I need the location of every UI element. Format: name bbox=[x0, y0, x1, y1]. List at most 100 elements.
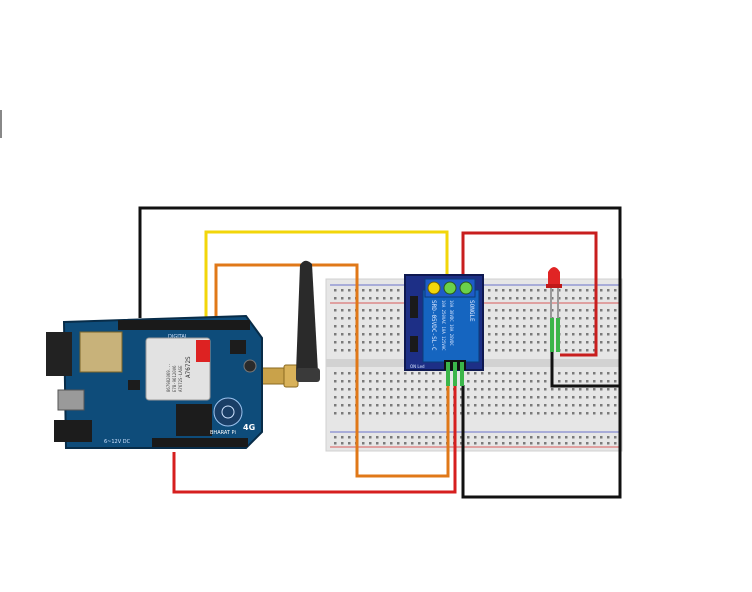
breadboard-hole bbox=[348, 404, 351, 407]
breadboard-hole bbox=[579, 436, 582, 439]
breadboard-hole bbox=[467, 372, 470, 375]
cap-a bbox=[243, 359, 257, 373]
breadboard-hole bbox=[390, 341, 393, 344]
breadboard-hole bbox=[558, 436, 561, 439]
breadboard-hole bbox=[348, 325, 351, 328]
breadboard-hole bbox=[558, 297, 561, 300]
breadboard-hole bbox=[586, 297, 589, 300]
breadboard-hole bbox=[607, 436, 610, 439]
breadboard-hole bbox=[425, 412, 428, 415]
breadboard-hole bbox=[502, 333, 505, 336]
breadboard-hole bbox=[509, 436, 512, 439]
breadboard-hole bbox=[565, 388, 568, 391]
breadboard-hole bbox=[474, 404, 477, 407]
breadboard-hole bbox=[362, 317, 365, 320]
breadboard-hole bbox=[593, 309, 596, 312]
breadboard-hole bbox=[523, 372, 526, 375]
breadboard-hole bbox=[411, 436, 414, 439]
breadboard-hole bbox=[369, 333, 372, 336]
breadboard-hole bbox=[523, 333, 526, 336]
breadboard-hole bbox=[390, 396, 393, 399]
breadboard-hole bbox=[614, 396, 617, 399]
breadboard-hole bbox=[467, 436, 470, 439]
breadboard-hole bbox=[586, 349, 589, 352]
breadboard-hole bbox=[600, 317, 603, 320]
breadboard-hole bbox=[383, 372, 386, 375]
breadboard-hole bbox=[474, 442, 477, 445]
breadboard-hole bbox=[488, 412, 491, 415]
breadboard-hole bbox=[383, 349, 386, 352]
breadboard-hole bbox=[334, 341, 337, 344]
breadboard-hole bbox=[348, 289, 351, 292]
breadboard-hole bbox=[397, 341, 400, 344]
breadboard-hole bbox=[509, 297, 512, 300]
breadboard-hole bbox=[544, 289, 547, 292]
breadboard-hole bbox=[439, 380, 442, 383]
breadboard-hole bbox=[537, 325, 540, 328]
breadboard-hole bbox=[439, 396, 442, 399]
breadboard-hole bbox=[341, 388, 344, 391]
wire-orange bbox=[214, 263, 450, 478]
edge-mark bbox=[0, 110, 2, 138]
breadboard-hole bbox=[502, 289, 505, 292]
breadboard-hole bbox=[369, 436, 372, 439]
breadboard-hole bbox=[481, 436, 484, 439]
breadboard-hole bbox=[488, 396, 491, 399]
breadboard-hole bbox=[390, 325, 393, 328]
relay-body bbox=[422, 289, 480, 363]
chip-b bbox=[230, 340, 246, 354]
breadboard-hole bbox=[460, 404, 463, 407]
breadboard-hole bbox=[523, 404, 526, 407]
breadboard-hole bbox=[579, 333, 582, 336]
breadboard-hole bbox=[439, 388, 442, 391]
breadboard-hole bbox=[376, 396, 379, 399]
breadboard-hole bbox=[376, 309, 379, 312]
breadboard-hole bbox=[495, 404, 498, 407]
emblem-icon bbox=[213, 397, 243, 427]
breadboard-hole bbox=[593, 442, 596, 445]
breadboard-hole bbox=[460, 436, 463, 439]
breadboard-hole bbox=[537, 396, 540, 399]
breadboard-hole bbox=[495, 349, 498, 352]
breadboard-hole bbox=[495, 289, 498, 292]
breadboard-hole bbox=[334, 309, 337, 312]
breadboard-hole bbox=[516, 388, 519, 391]
breadboard-hole bbox=[544, 396, 547, 399]
breadboard-hole bbox=[341, 442, 344, 445]
breadboard-hole bbox=[488, 404, 491, 407]
breadboard-hole bbox=[488, 436, 491, 439]
breadboard-hole bbox=[488, 380, 491, 383]
breadboard-hole bbox=[586, 372, 589, 375]
breadboard-hole bbox=[411, 388, 414, 391]
breadboard-hole bbox=[383, 341, 386, 344]
breadboard-hole bbox=[614, 333, 617, 336]
breadboard-hole bbox=[390, 380, 393, 383]
breadboard-hole bbox=[523, 396, 526, 399]
breadboard-hole bbox=[348, 349, 351, 352]
breadboard-hole bbox=[558, 289, 561, 292]
breadboard-hole bbox=[551, 442, 554, 445]
breadboard-hole bbox=[572, 436, 575, 439]
breadboard-hole bbox=[509, 442, 512, 445]
wire-red-bottom bbox=[172, 385, 457, 494]
breadboard-hole bbox=[348, 317, 351, 320]
breadboard-hole bbox=[495, 412, 498, 415]
breadboard-hole bbox=[600, 436, 603, 439]
breadboard-hole bbox=[586, 412, 589, 415]
breadboard-hole bbox=[341, 317, 344, 320]
breadboard-hole bbox=[600, 412, 603, 415]
breadboard-hole bbox=[397, 349, 400, 352]
breadboard-hole bbox=[600, 349, 603, 352]
breadboard-hole bbox=[565, 380, 568, 383]
breadboard-hole bbox=[607, 442, 610, 445]
module-line-0: A7672S-LASE bbox=[178, 365, 183, 392]
breadboard-hole bbox=[425, 380, 428, 383]
breadboard-hole bbox=[369, 380, 372, 383]
breadboard-hole bbox=[341, 297, 344, 300]
breadboard-hole bbox=[523, 412, 526, 415]
breadboard-hole bbox=[341, 325, 344, 328]
breadboard-hole bbox=[607, 396, 610, 399]
breadboard-hole bbox=[523, 442, 526, 445]
breadboard-hole bbox=[551, 404, 554, 407]
breadboard-hole bbox=[362, 396, 365, 399]
